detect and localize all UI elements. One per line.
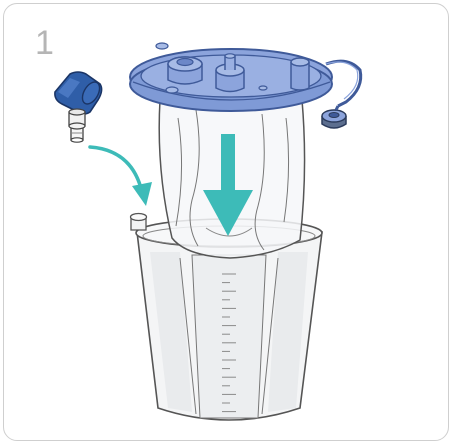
lid: [130, 43, 361, 111]
tethered-cap: [322, 106, 346, 128]
elbow-connector: [55, 72, 103, 142]
curved-arrow: [90, 147, 152, 206]
